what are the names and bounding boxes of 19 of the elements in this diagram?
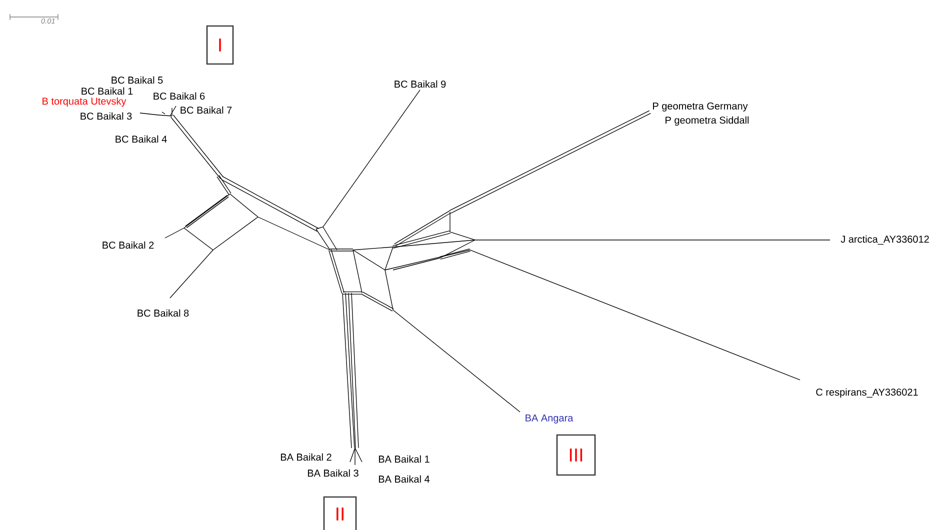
taxon-label: BC Baikal 4 bbox=[116, 135, 167, 143]
taxon-label: BA Baikal 1 bbox=[378, 455, 430, 463]
taxon-label: BC Baikal 2 bbox=[102, 241, 154, 249]
taxon-label: BC Baikal 9 bbox=[394, 80, 446, 88]
taxon-label: BC Baikal 3 bbox=[80, 112, 132, 120]
taxon-label: P geometra Siddall bbox=[666, 116, 749, 126]
taxon-label: B torquata Utevsky bbox=[42, 97, 126, 107]
roman-numeral-box: III bbox=[556, 434, 596, 476]
taxon-label: BC Baikal 1 bbox=[82, 87, 133, 95]
taxon-label: J arctica_AY336012 bbox=[840, 235, 929, 245]
taxon-label: BC Baikal 5 bbox=[112, 76, 163, 84]
taxon-label: BA Baikal 3 bbox=[308, 469, 358, 477]
taxon-label: C respirans_AY336021 bbox=[816, 388, 918, 398]
roman-numeral-box: I bbox=[206, 25, 234, 65]
roman-numeral-box: II bbox=[323, 496, 357, 530]
taxon-label: BC Baikal 8 bbox=[138, 309, 189, 317]
taxon-label: BC Baikal 7 bbox=[180, 106, 232, 114]
taxon-label: P geometra Germany bbox=[653, 102, 748, 112]
taxon-label: BA Baikal 4 bbox=[378, 475, 430, 483]
